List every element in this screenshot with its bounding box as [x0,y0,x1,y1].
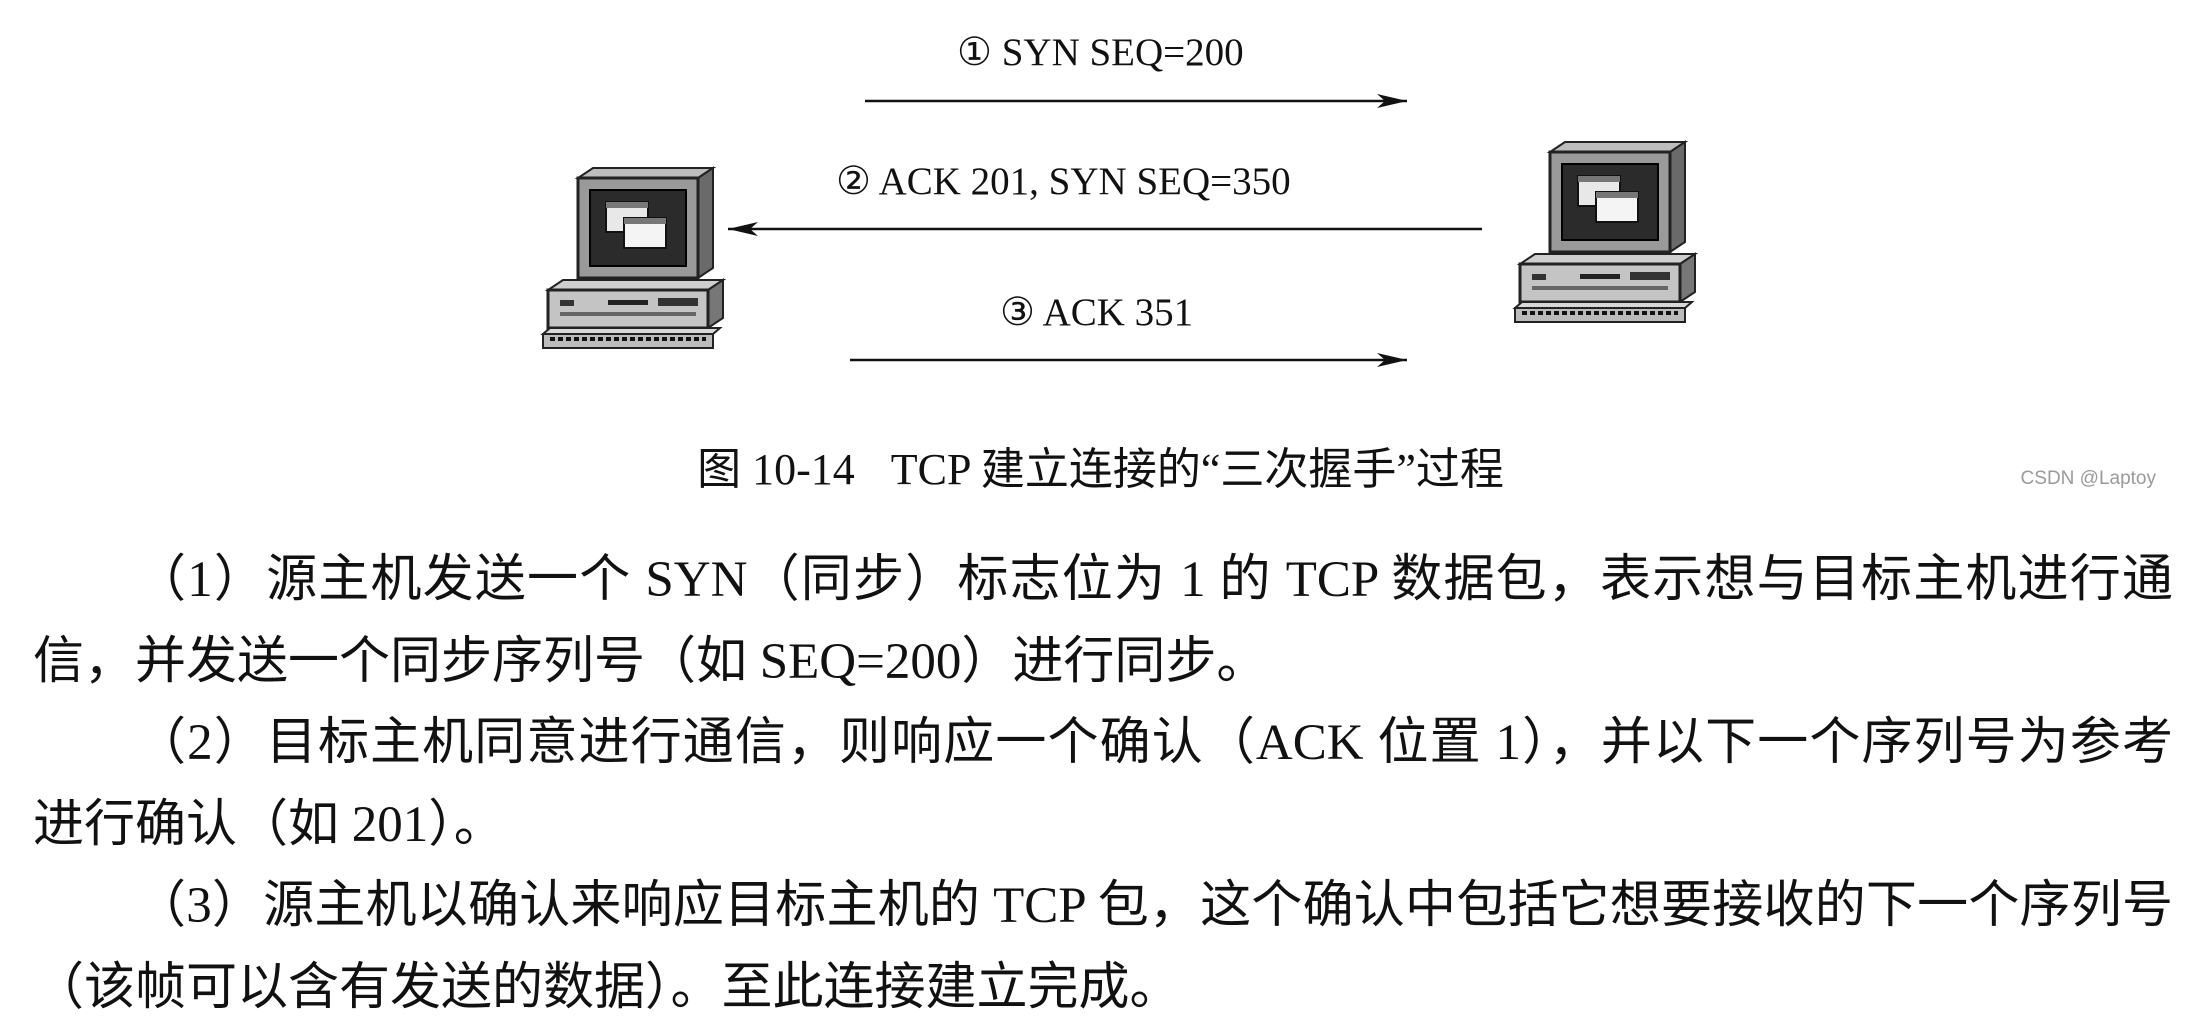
computer-icon [541,166,725,350]
watermark: CSDN @Laptoy [2020,468,2156,489]
message-label-syn: ① SYN SEQ=200 [957,33,1244,72]
message-label-ack-syn: ② ACK 201, SYN SEQ=350 [836,162,1291,201]
figure-number: 图 10-14 [697,445,855,494]
computer-icon [1513,140,1697,324]
document-body: （1）源主机发送一个 SYN（同步）标志位为 1 的 TCP 数据包，表示想与目… [33,540,2173,1029]
message-label-ack: ③ ACK 351 [1000,293,1193,332]
message-text: ACK 201, SYN SEQ=350 [878,160,1291,203]
step-number: ③ [1000,291,1035,334]
message-text: ACK 351 [1042,291,1194,334]
figure-title: TCP 建立连接的“三次握手”过程 [890,445,1504,494]
paragraph-step-1: （1）源主机发送一个 SYN（同步）标志位为 1 的 TCP 数据包，表示想与目… [33,552,2173,690]
paragraph-step-2: （2）目标主机同意进行通信，则响应一个确认（ACK 位置 1），并以下一个序列号… [33,715,2173,853]
step-number: ① [957,31,992,74]
step-number: ② [836,160,871,203]
handshake-diagram [541,94,1697,367]
paragraph-step-3: （3）源主机以确认来响应目标主机的 TCP 包，这个确认中包括它想要接收的下一个… [33,878,2173,1016]
figure-caption: 图 10-14 TCP 建立连接的“三次握手”过程 [0,445,2201,494]
message-text: SYN SEQ=200 [1001,31,1244,74]
